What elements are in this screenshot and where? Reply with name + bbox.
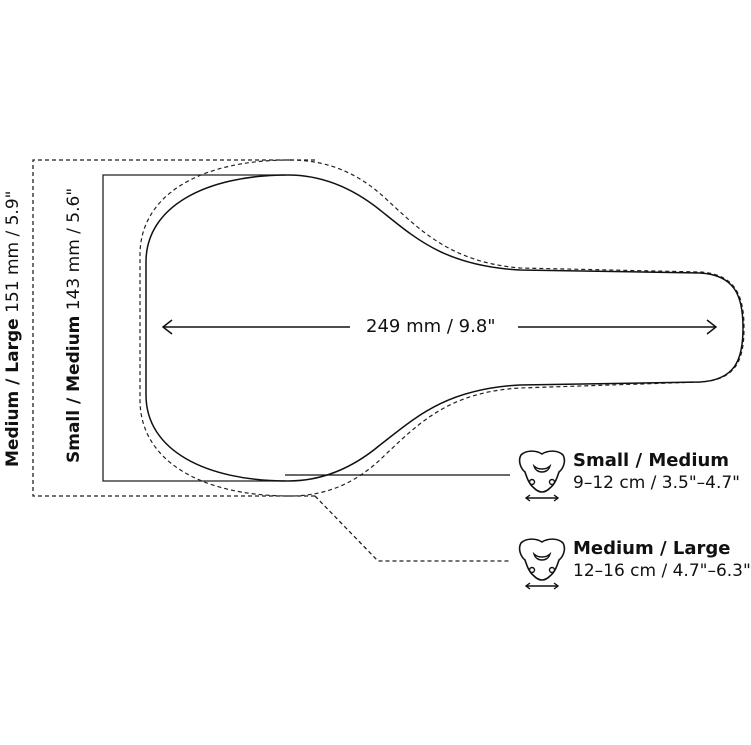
length-value-small-medium: 143 mm / 5.6"	[64, 187, 84, 316]
size-name-small-medium: Small / Medium	[573, 450, 730, 471]
leader-line-medium-large	[314, 495, 510, 562]
size-range-small-medium: 9–12 cm / 3.5"–4.7"	[573, 473, 741, 493]
length-label-medium-large: Medium / Large 151 mm / 5.9"	[3, 190, 23, 467]
size-range-medium-large: 12–16 cm / 4.7"–6.3"	[573, 561, 751, 581]
length-size-medium-large: Medium / Large	[3, 318, 23, 467]
length-value-medium-large: 151 mm / 5.9"	[3, 190, 23, 319]
width-arrowhead-right	[706, 319, 718, 335]
double-arrow-icon	[524, 582, 560, 590]
saddle-outline-medium-large	[139, 159, 745, 497]
double-arrow-icon	[524, 494, 560, 502]
medium-large-bracket	[32, 159, 315, 497]
width-arrowhead-left	[161, 319, 173, 335]
small-medium-bracket	[102, 174, 285, 482]
length-label-small-medium: Small / Medium 143 mm / 5.6"	[64, 187, 84, 463]
size-small-medium: Small / Medium 9–12 cm / 3.5"–4.7"	[573, 450, 740, 494]
size-medium-large: Medium / Large 12–16 cm / 4.7"–6.3"	[573, 538, 751, 582]
width-label: 249 mm / 9.8"	[362, 316, 500, 337]
length-size-small-medium: Small / Medium	[64, 315, 84, 463]
pelvis-sit-bone-icon	[518, 450, 566, 502]
pelvis-sit-bone-icon	[518, 538, 566, 590]
size-name-medium-large: Medium / Large	[573, 538, 731, 559]
saddle-outline-small-medium	[145, 174, 744, 482]
